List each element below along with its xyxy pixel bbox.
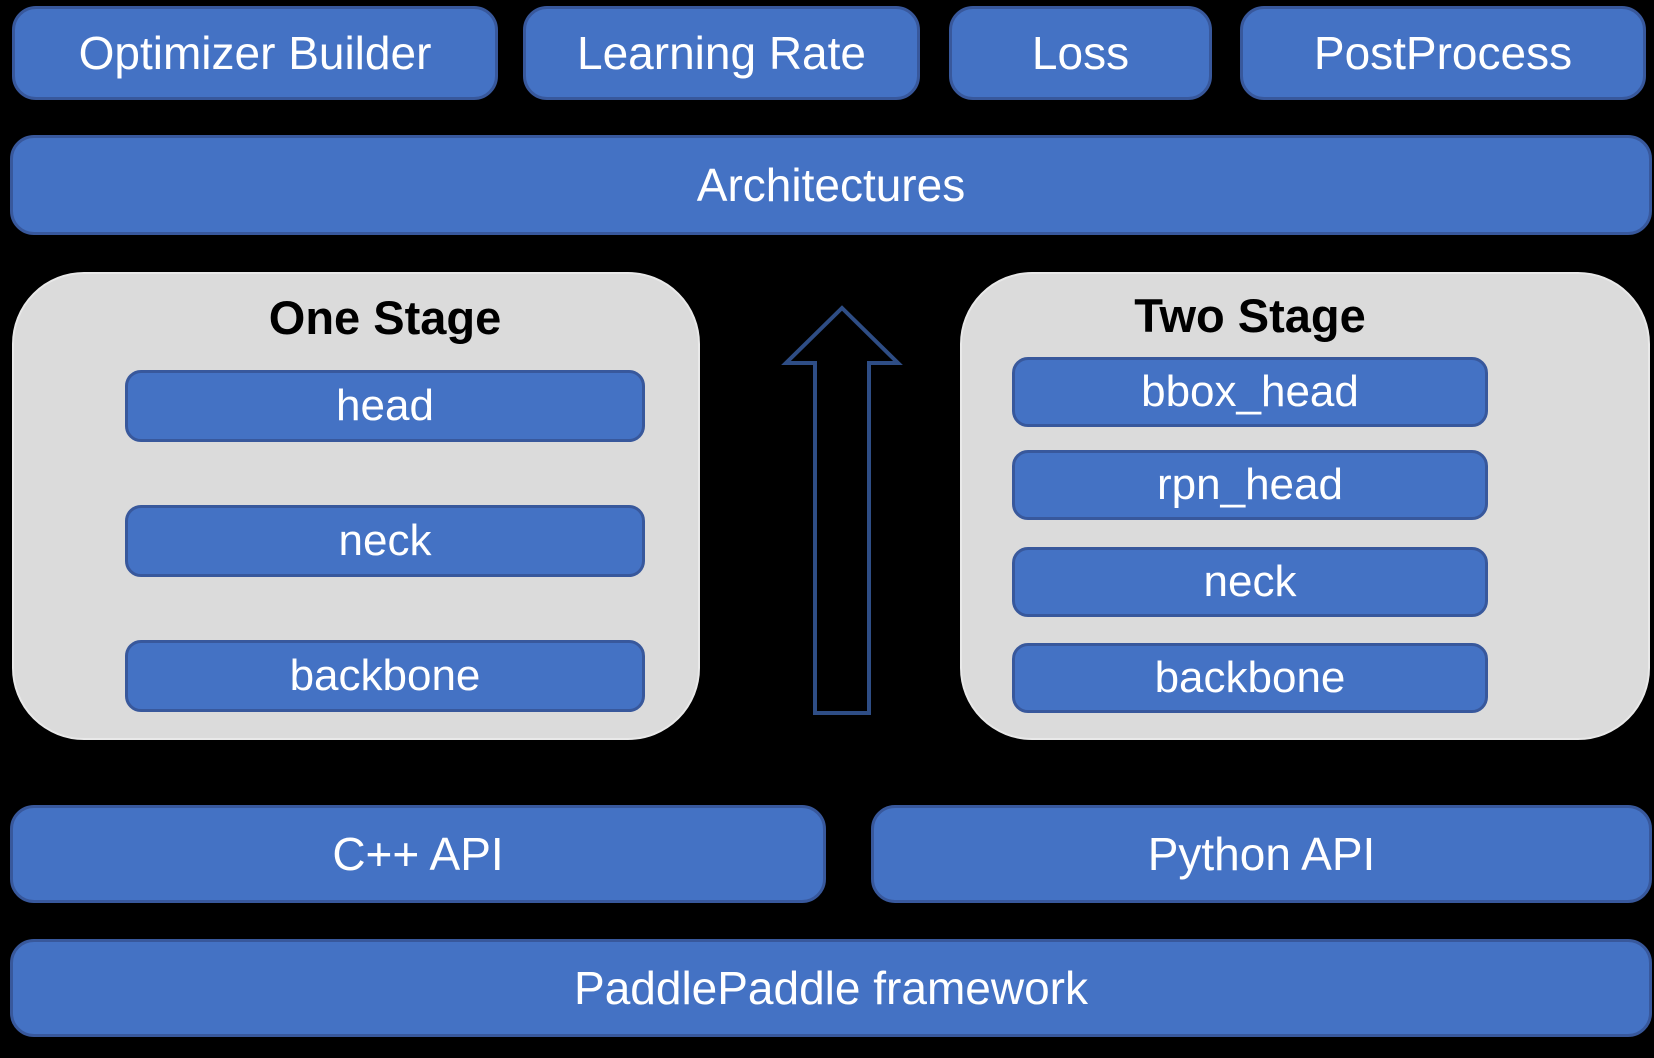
one-stage-backbone-bar: backbone [125, 640, 645, 712]
loss-box: Loss [949, 6, 1212, 100]
cpp-api-bar: C++ API [10, 805, 826, 903]
optimizer-builder-box: Optimizer Builder [12, 6, 498, 100]
paddlepaddle-framework-bar: PaddlePaddle framework [10, 939, 1652, 1037]
two-stage-backbone-bar: backbone [1012, 643, 1488, 713]
python-api-bar: Python API [871, 805, 1652, 903]
two-stage-bbox-head-bar: bbox_head [1012, 357, 1488, 427]
two-stage-rpn-head-bar: rpn_head [1012, 450, 1488, 520]
one-stage-head-bar: head [125, 370, 645, 442]
architectures-bar: Architectures [10, 135, 1652, 235]
one-stage-neck-bar: neck [125, 505, 645, 577]
two-stage-neck-bar: neck [1012, 547, 1488, 617]
postprocess-box: PostProcess [1240, 6, 1646, 100]
one-stage-title: One Stage [268, 290, 502, 344]
learning-rate-box: Learning Rate [523, 6, 920, 100]
up-arrow-icon [781, 305, 903, 715]
two-stage-title: Two Stage [1134, 288, 1366, 342]
